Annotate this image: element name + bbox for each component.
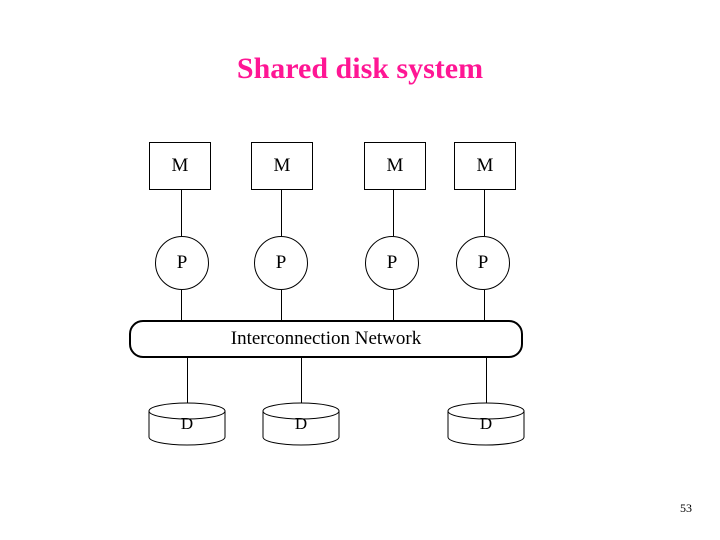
interconnection-network: Interconnection Network bbox=[129, 320, 523, 358]
memory-node-2: M bbox=[251, 142, 313, 190]
processor-node-4-label: P bbox=[477, 252, 489, 273]
processor-node-3: P bbox=[365, 236, 419, 290]
processor-network-link-1 bbox=[181, 290, 182, 322]
memory-node-1-label: M bbox=[171, 155, 189, 176]
memory-node-3: M bbox=[364, 142, 426, 190]
memory-node-3-label: M bbox=[386, 155, 404, 176]
memory-processor-link-2 bbox=[281, 190, 282, 236]
network-disk-link-2 bbox=[301, 358, 302, 406]
network-disk-link-1 bbox=[187, 358, 188, 406]
processor-node-1-label: P bbox=[176, 252, 188, 273]
processor-node-4: P bbox=[456, 236, 510, 290]
memory-node-4-label: M bbox=[476, 155, 494, 176]
memory-node-4: M bbox=[454, 142, 516, 190]
disk-node-2: D bbox=[262, 402, 340, 446]
processor-network-link-2 bbox=[281, 290, 282, 322]
memory-processor-link-1 bbox=[181, 190, 182, 236]
page-number: 53 bbox=[680, 501, 692, 515]
disk-node-1: D bbox=[148, 402, 226, 446]
page-title: Shared disk system bbox=[236, 52, 484, 85]
network-disk-link-3 bbox=[486, 358, 487, 406]
memory-node-1: M bbox=[149, 142, 211, 190]
disk-node-3: D bbox=[447, 402, 525, 446]
memory-processor-link-3 bbox=[393, 190, 394, 236]
processor-node-3-label: P bbox=[386, 252, 398, 273]
processor-network-link-4 bbox=[484, 290, 485, 322]
disk-node-3-label: D bbox=[479, 414, 493, 433]
processor-node-2: P bbox=[254, 236, 308, 290]
memory-node-2-label: M bbox=[273, 155, 291, 176]
interconnection-network-label: Interconnection Network bbox=[230, 328, 422, 349]
disk-cylinder-icon bbox=[447, 402, 525, 446]
processor-node-2-label: P bbox=[275, 252, 287, 273]
processor-node-1: P bbox=[155, 236, 209, 290]
disk-cylinder-icon bbox=[148, 402, 226, 446]
disk-node-1-label: D bbox=[180, 414, 194, 433]
processor-network-link-3 bbox=[393, 290, 394, 322]
disk-cylinder-icon bbox=[262, 402, 340, 446]
memory-processor-link-4 bbox=[484, 190, 485, 236]
disk-node-2-label: D bbox=[294, 414, 308, 433]
